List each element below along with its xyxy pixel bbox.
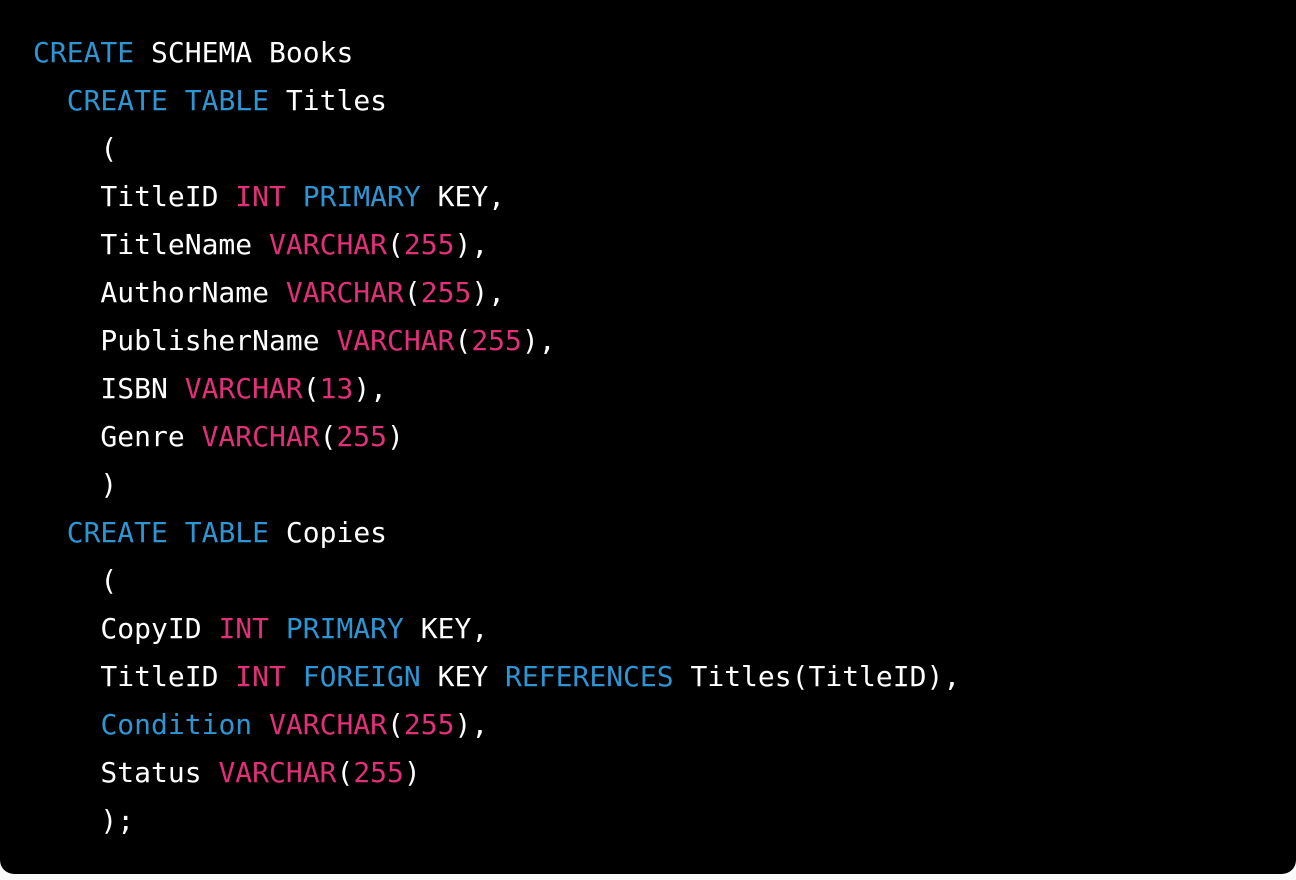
code-token-plain: Copies (269, 516, 388, 549)
code-line: PublisherName VARCHAR(255), (33, 317, 1280, 365)
code-token-keyword: PRIMARY (285, 612, 404, 645)
code-token-keyword: FOREIGN (302, 660, 421, 693)
code-line: AuthorName VARCHAR(255), (33, 269, 1280, 317)
code-token-plain (168, 516, 185, 549)
code-line: Condition VARCHAR(255), (33, 701, 1280, 749)
code-token-plain (33, 708, 100, 741)
code-token-plain: ) (387, 420, 404, 453)
code-token-literal: VARCHAR (269, 228, 388, 261)
code-token-plain: ), (521, 324, 556, 357)
code-token-plain (33, 84, 67, 117)
code-token-literal: 255 (420, 276, 472, 309)
code-line: CREATE TABLE Copies (33, 509, 1280, 557)
code-line: ) (33, 461, 1280, 509)
code-token-literal: VARCHAR (184, 372, 303, 405)
code-line: TitleName VARCHAR(255), (33, 221, 1280, 269)
code-line: ); (33, 797, 1280, 845)
code-line: TitleID INT PRIMARY KEY, (33, 173, 1280, 221)
code-token-plain: ISBN (33, 372, 185, 405)
code-line: ( (33, 125, 1280, 173)
code-token-plain: CopyID (33, 612, 219, 645)
code-token-plain: ), (454, 708, 489, 741)
code-token-plain (286, 660, 303, 693)
code-token-plain (269, 612, 286, 645)
code-token-plain: ( (387, 708, 404, 741)
code-token-plain: ) (403, 756, 421, 789)
code-token-literal: 255 (336, 420, 388, 453)
code-line: CREATE TABLE Titles (33, 77, 1280, 125)
code-token-literal: VARCHAR (285, 276, 404, 309)
code-token-plain (33, 516, 67, 549)
code-token-keyword: Condition (100, 708, 253, 741)
code-line: Genre VARCHAR(255) (33, 413, 1280, 461)
code-token-plain: ( (336, 756, 354, 789)
code-token-plain: ( (319, 420, 337, 453)
code-token-plain: ), (353, 372, 388, 405)
code-token-literal: VARCHAR (201, 420, 320, 453)
code-line: TitleID INT FOREIGN KEY REFERENCES Title… (33, 653, 1280, 701)
code-token-plain: Titles (269, 84, 388, 117)
code-token-plain: ( (33, 564, 118, 597)
code-token-plain: ( (387, 228, 404, 261)
code-token-plain: TitleName (33, 228, 270, 261)
code-token-plain: TitleID (33, 660, 236, 693)
code-token-literal: 255 (353, 756, 404, 789)
code-token-literal: 255 (471, 324, 522, 357)
code-token-plain: KEY (420, 660, 506, 693)
code-token-keyword: REFERENCES (505, 660, 674, 693)
code-token-literal: VARCHAR (218, 756, 337, 789)
code-token-plain: SCHEMA Books (134, 36, 354, 69)
code-line: CopyID INT PRIMARY KEY, (33, 605, 1280, 653)
code-token-keyword: CREATE (66, 84, 168, 117)
code-token-literal: VARCHAR (269, 708, 388, 741)
code-token-plain: ) (33, 468, 118, 501)
code-token-plain: Status (33, 756, 219, 789)
code-token-plain: TitleID (33, 180, 236, 213)
code-token-plain: ( (454, 324, 472, 357)
code-token-plain: ( (33, 132, 118, 165)
code-token-plain: KEY, (403, 612, 489, 645)
code-token-literal: INT (235, 660, 286, 693)
code-token-keyword: CREATE (33, 36, 135, 69)
code-token-plain: AuthorName (33, 276, 286, 309)
code-token-literal: 13 (319, 372, 354, 405)
code-lines: CREATE SCHEMA Books CREATE TABLE Titles … (33, 29, 1280, 845)
code-token-plain (252, 708, 269, 741)
code-token-keyword: PRIMARY (302, 180, 421, 213)
code-token-literal: INT (218, 612, 270, 645)
code-token-keyword: CREATE (66, 516, 168, 549)
code-token-plain: ), (454, 228, 489, 261)
code-line: ISBN VARCHAR(13), (33, 365, 1280, 413)
code-token-plain: ); (33, 804, 135, 837)
code-token-plain (286, 180, 303, 213)
code-token-literal: 255 (403, 708, 455, 741)
code-token-plain: PublisherName (33, 324, 337, 357)
code-token-keyword: TABLE (184, 516, 270, 549)
code-token-plain: ), (471, 276, 506, 309)
code-token-literal: INT (235, 180, 286, 213)
code-line: ( (33, 557, 1280, 605)
code-token-literal: 255 (403, 228, 455, 261)
code-token-plain: ( (302, 372, 320, 405)
code-token-keyword: TABLE (184, 84, 270, 117)
code-token-literal: VARCHAR (336, 324, 455, 357)
code-token-plain: ( (403, 276, 421, 309)
code-token-plain: Titles(TitleID), (673, 660, 961, 693)
code-token-plain (168, 84, 185, 117)
code-token-plain: Genre (33, 420, 202, 453)
code-token-plain: KEY, (420, 180, 506, 213)
code-line: CREATE SCHEMA Books (33, 29, 1280, 77)
code-line: Status VARCHAR(255) (33, 749, 1280, 797)
